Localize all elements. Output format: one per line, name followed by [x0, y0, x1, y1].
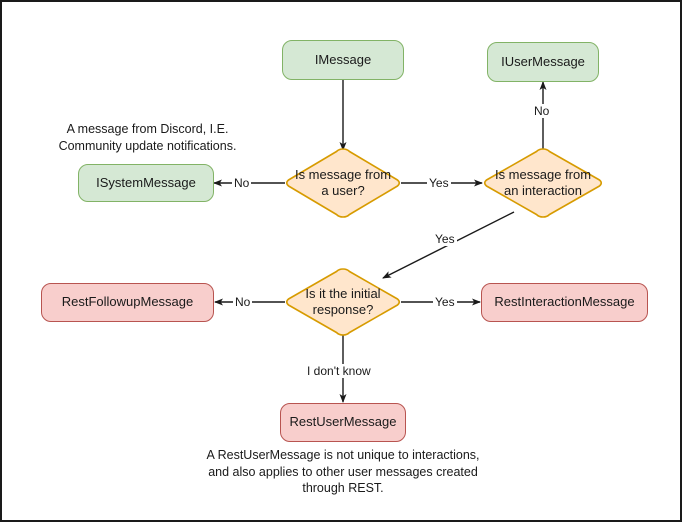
node-decision-from-user-label: Is message from a user?	[294, 166, 392, 198]
node-restusermessage-label: RestUserMessage	[289, 414, 397, 430]
edge-label-from-user-yes: Yes	[427, 176, 451, 190]
edge-label-initial-yes: Yes	[433, 295, 457, 309]
node-imessage-label: IMessage	[314, 51, 372, 67]
node-decision-initial-response[interactable]: Is it the initial response?	[283, 266, 403, 338]
node-decision-from-interaction[interactable]: Is message from an interaction	[481, 146, 605, 220]
edge-label-from-user-no: No	[232, 176, 252, 190]
node-imessage[interactable]: IMessage	[282, 40, 404, 80]
annotation-system-message-note: A message from Discord, I.E. Community u…	[58, 122, 237, 153]
node-restusermessage[interactable]: RestUserMessage	[280, 403, 406, 442]
node-isystemmessage[interactable]: ISystemMessage	[78, 164, 214, 202]
node-decision-from-interaction-label: Is message from an interaction	[494, 166, 592, 198]
node-restinteractionmessage[interactable]: RestInteractionMessage	[481, 283, 648, 322]
node-iusermessage-label: IUserMessage	[501, 53, 585, 69]
node-isystemmessage-label: ISystemMessage	[96, 174, 196, 190]
edge-label-initial-no: No	[233, 295, 253, 309]
node-decision-from-user[interactable]: Is message from a user?	[283, 146, 403, 220]
node-decision-initial-response-label: Is it the initial response?	[305, 285, 381, 317]
node-restfollowupmessage-label: RestFollowupMessage	[61, 294, 194, 310]
node-restfollowupmessage[interactable]: RestFollowupMessage	[41, 283, 214, 322]
edge-label-from-interaction-no: No	[532, 104, 552, 118]
node-restinteractionmessage-label: RestInteractionMessage	[494, 294, 635, 310]
annotation-rest-user-message-note: A RestUserMessage is not unique to inter…	[206, 448, 480, 495]
edge-label-from-interaction-yes: Yes	[433, 232, 457, 246]
edge-label-initial-unknown: I don't know	[305, 364, 373, 378]
node-iusermessage[interactable]: IUserMessage	[487, 42, 599, 82]
